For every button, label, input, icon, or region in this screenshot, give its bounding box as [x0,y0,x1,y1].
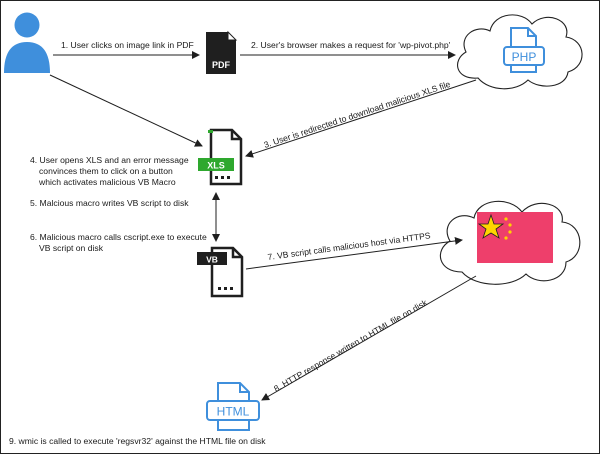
china-flag-icon [477,212,553,263]
pdf-icon: PDF [206,30,238,74]
step-1-label: 1. User clicks on image link in PDF [61,40,194,50]
step-2-label: 2. User's browser makes a request for 'w… [251,40,451,50]
user-icon [4,12,50,73]
arrow-user-to-xls [49,74,203,147]
step-4-line-2: convinces them to click on a button [39,166,173,176]
vb-icon-label: VB [206,255,218,265]
step-6-line-1: 6. Malicious macro calls cscript.exe to … [30,232,207,242]
step-6-line-2: VB script on disk [39,243,103,253]
step-9-label: 9. wmic is called to execute 'regsvr32' … [9,436,266,446]
arrow-host-to-html [261,275,477,401]
step-3-label: 3. User is redirected to download malici… [262,79,451,150]
vb-script-icon: VB [197,246,244,298]
step-4-line-1: 4. User opens XLS and an error message [30,155,189,165]
pdf-icon-label: PDF [212,60,231,70]
php-file-icon: PHP [503,27,545,73]
arrow-php-to-xls [245,79,477,158]
arrow-vb-to-host [245,236,463,270]
html-icon-label: HTML [217,405,250,419]
xls-file-icon: XLS [198,128,243,186]
html-file-icon: HTML [206,382,260,431]
php-icon-label: PHP [512,50,537,64]
step-4-line-3: which activates malicious VB Macro [39,177,176,187]
xls-icon-label: XLS [207,161,225,171]
step-7-label: 7. VB script calls malicious host via HT… [267,230,431,262]
step-5-label: 5. Malcious macro writes VB script to di… [30,198,189,208]
step-8-label: 8. HTTP response written to HTML file on… [272,297,429,394]
